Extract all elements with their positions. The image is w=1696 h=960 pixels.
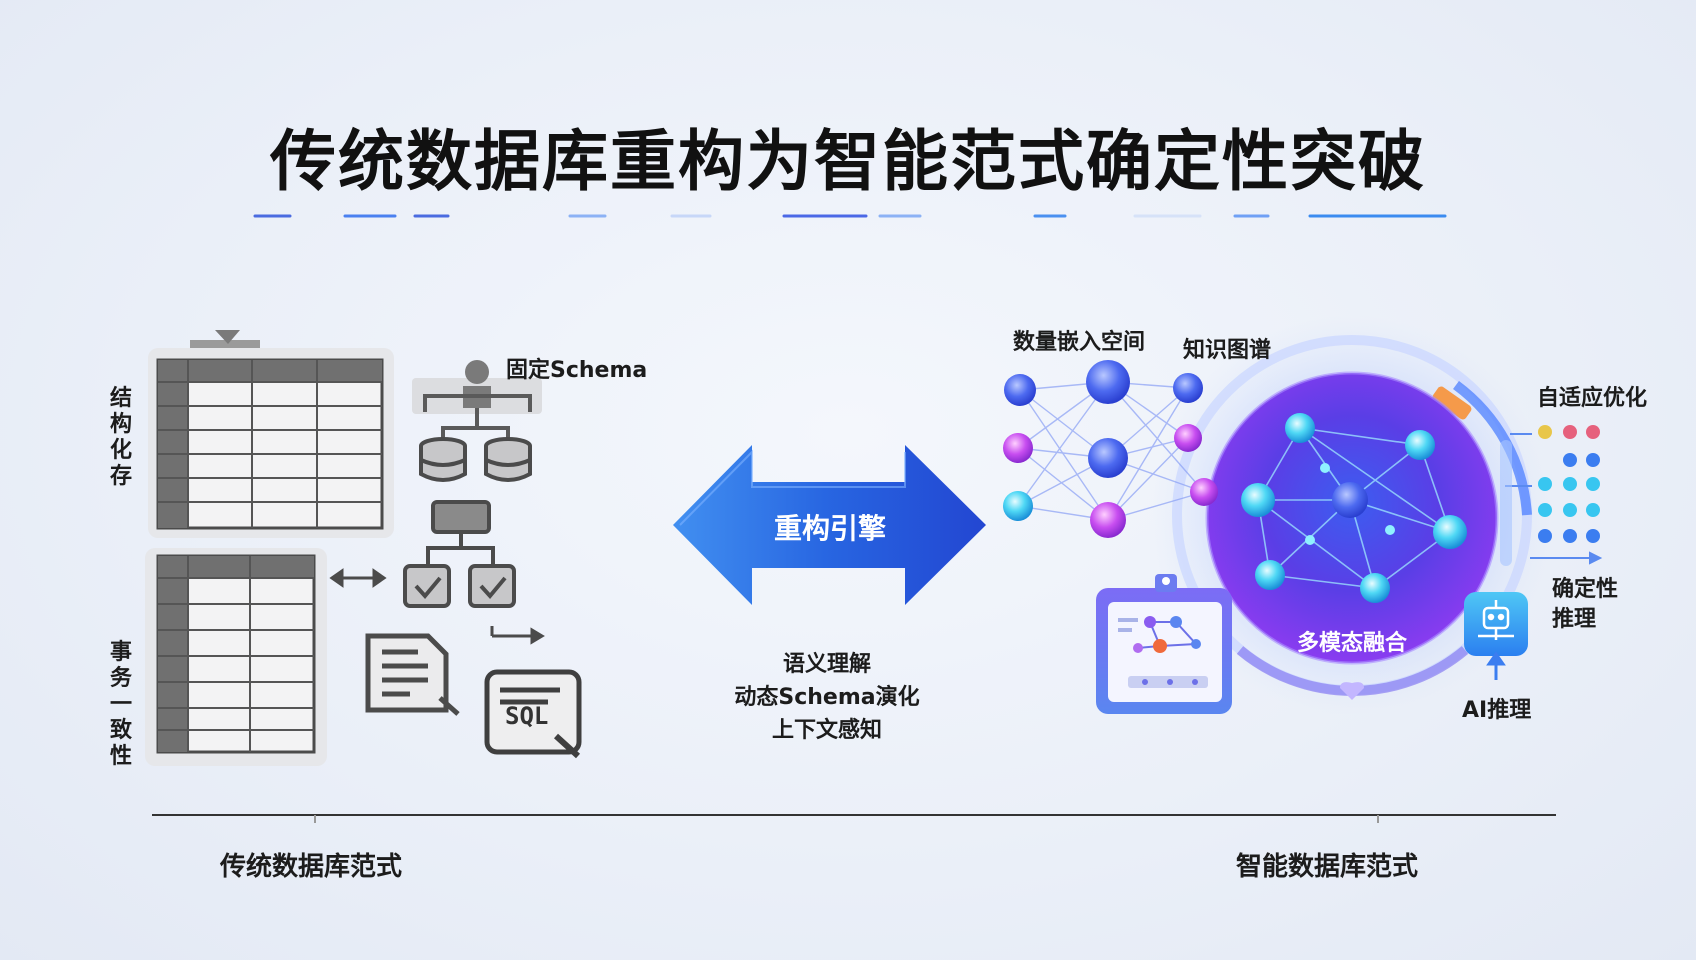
embedding-network bbox=[1003, 360, 1218, 538]
label-fixed-schema: 固定Schema bbox=[506, 358, 648, 383]
table-structured bbox=[148, 330, 394, 538]
document-icon bbox=[365, 633, 460, 716]
restructure-engine-arrow bbox=[673, 445, 986, 605]
label-restructure-engine: 重构引擎 bbox=[773, 512, 886, 545]
label-adaptive-optimization: 自适应优化 bbox=[1537, 386, 1648, 411]
label-transaction-consistency: 事务一致性 bbox=[109, 640, 132, 769]
table-transaction bbox=[145, 548, 327, 766]
center-feature-list: 语义理解 动态Schema演化 上下文感知 bbox=[677, 648, 977, 747]
knowledge-graph-card bbox=[1096, 574, 1232, 714]
fusion-sphere bbox=[1152, 315, 1552, 715]
sql-search-icon bbox=[484, 669, 582, 759]
sync-arrow-icon bbox=[329, 568, 387, 588]
label-traditional-paradigm: 传统数据库范式 bbox=[220, 852, 403, 882]
feature-dynamic-schema: 动态Schema演化 bbox=[734, 685, 920, 710]
label-structured-storage: 结构化存 bbox=[109, 386, 132, 489]
label-embedding-space: 数量嵌入空间 bbox=[1013, 330, 1146, 355]
label-ai-reasoning: AI推理 bbox=[1462, 698, 1532, 723]
label-knowledge-graph: 知识图谱 bbox=[1183, 338, 1272, 363]
label-intelligent-paradigm: 智能数据库范式 bbox=[1236, 852, 1419, 882]
small-arrow-icon bbox=[490, 626, 545, 645]
label-deterministic-reasoning: 确定性 推理 bbox=[1552, 577, 1619, 632]
label-multimodal-fusion: 多模态融合 bbox=[1296, 631, 1407, 656]
schema-hierarchy-icon bbox=[412, 360, 542, 440]
page-title: 传统数据库重构为智能范式确定性突破 bbox=[270, 123, 1426, 200]
feature-semantic-understanding: 语义理解 bbox=[782, 652, 871, 677]
baseline-axis bbox=[152, 814, 1556, 823]
adaptive-dot-matrix bbox=[1500, 425, 1603, 566]
label-sql: SQL bbox=[505, 702, 549, 730]
ai-reasoning-icon bbox=[1464, 592, 1528, 680]
flow-hierarchy-icon bbox=[403, 500, 516, 608]
feature-context-awareness: 上下文感知 bbox=[771, 718, 882, 743]
database-icons bbox=[419, 437, 532, 482]
